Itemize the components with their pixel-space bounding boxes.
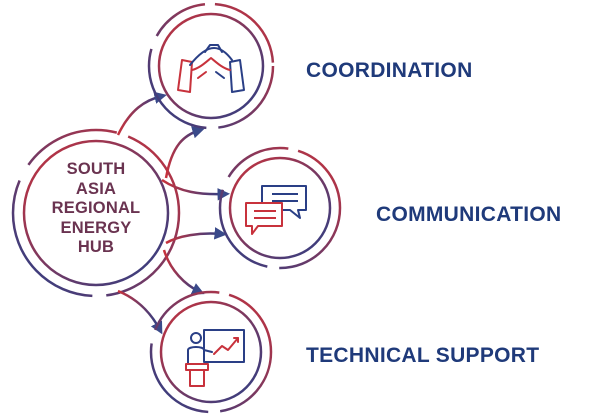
coordination-node xyxy=(147,2,275,130)
coordination-label: COORDINATION xyxy=(306,59,473,82)
communication-node xyxy=(218,146,342,270)
hub-title-line: REGIONAL xyxy=(51,199,141,217)
connector-technical-upper xyxy=(162,249,205,295)
hub-title-line: ASIA xyxy=(75,179,117,198)
handshake-icon xyxy=(177,44,245,93)
connector-communication-lower xyxy=(165,227,227,245)
technical-support-label: TECHNICAL SUPPORT xyxy=(306,344,540,367)
connector-technical xyxy=(117,289,163,335)
hub-title-line: ENERGY xyxy=(60,218,132,237)
hub-title: SOUTH ASIA REGIONAL ENERGY HUB xyxy=(24,160,168,258)
hub-title-line: HUB xyxy=(77,238,115,256)
communication-label: COMMUNICATION xyxy=(376,203,562,226)
connector-communication-upper xyxy=(164,126,205,179)
connector-communication xyxy=(161,178,230,201)
hub-title-line: SOUTH xyxy=(66,160,126,178)
presentation-icon xyxy=(185,329,245,387)
technical-support-node xyxy=(149,290,273,414)
speech-bubbles-icon xyxy=(245,185,307,235)
hub-circle xyxy=(11,128,181,298)
connector-coordination xyxy=(116,91,167,136)
